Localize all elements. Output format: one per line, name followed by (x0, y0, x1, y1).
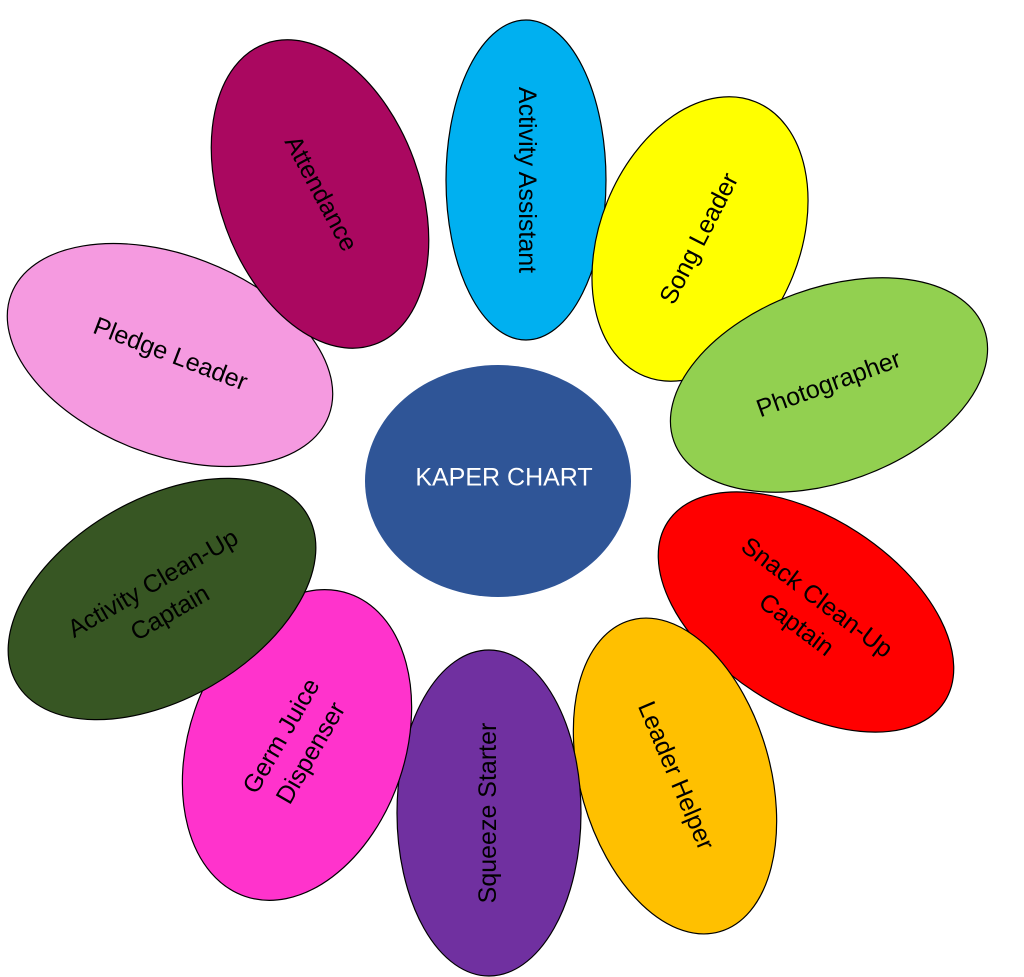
petal-label-line: Squeeze Starter (474, 723, 502, 904)
petal-label-line: Activity Assistant (513, 87, 541, 273)
petal-shape-activity-clean-up-captain (7, 477, 317, 721)
petal-activity-clean-up-captain: Activity Clean-UpCaptain (7, 477, 317, 721)
petal-shape-photographer (669, 277, 989, 493)
petal-song-leader: Song Leader (591, 96, 809, 382)
petal-squeeze-starter: Squeeze Starter (396, 649, 582, 977)
center-group: KAPER CHART (365, 365, 631, 597)
petal-shape-song-leader (591, 96, 809, 382)
petal-shape-leader-helper (572, 617, 778, 935)
petal-photographer: Photographer (669, 277, 989, 493)
petal-shape-pledge-leader (6, 242, 334, 468)
petal-snack-clean-up-captain: Snack Clean-UpCaptain (657, 491, 955, 733)
petal-pledge-leader: Pledge Leader (6, 242, 334, 468)
petal-activity-assistant: Activity Assistant (445, 19, 607, 341)
petal-shape-squeeze-starter (396, 649, 582, 977)
center-circle (365, 365, 631, 597)
center-label: KAPER CHART (415, 464, 592, 492)
petal-label-squeeze-starter: Squeeze Starter (474, 723, 502, 904)
petal-leader-helper: Leader Helper (572, 617, 778, 935)
petals-group: Activity Assistant Song LeaderPhotographe… (6, 19, 989, 977)
petal-attendance: Attendance (210, 39, 430, 349)
petal-label-activity-assistant: Activity Assistant (513, 87, 541, 273)
petal-shape-attendance (210, 39, 430, 349)
petal-shape-snack-clean-up-captain (657, 491, 955, 733)
petal-shape-activity-assistant (445, 19, 607, 341)
